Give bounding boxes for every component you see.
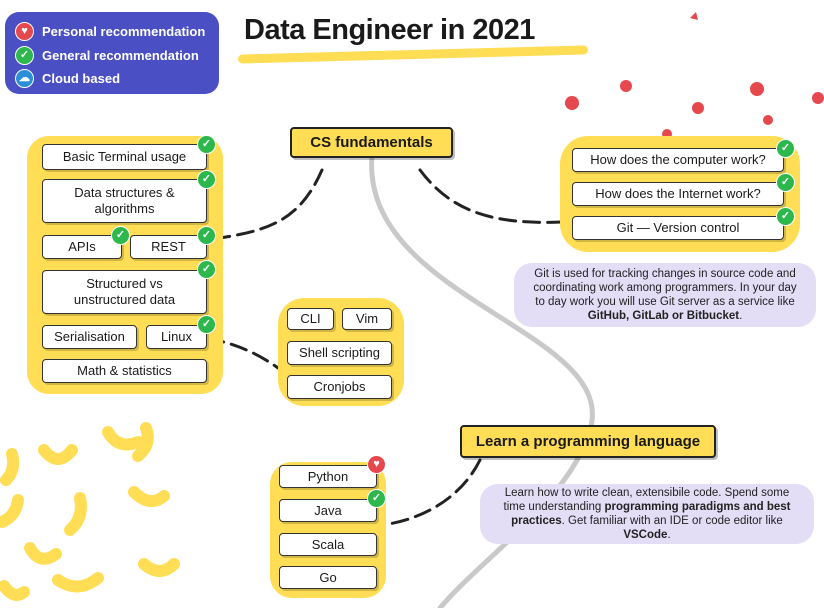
- page-title: Data Engineer in 2021: [244, 14, 535, 46]
- check-icon: ✓: [111, 226, 130, 245]
- topic-serialisation[interactable]: Serialisation: [42, 325, 137, 349]
- topic-rest[interactable]: REST: [130, 235, 207, 259]
- git-note-end: .: [739, 310, 743, 322]
- check-icon: ✓: [197, 135, 216, 154]
- tool-shell[interactable]: Shell scripting: [287, 341, 392, 365]
- topic-computer[interactable]: How does the computer work?: [572, 148, 784, 172]
- check-icon: ✓: [776, 139, 795, 158]
- legend-cloud-label: Cloud based: [42, 71, 121, 86]
- tool-vim[interactable]: Vim: [342, 308, 392, 330]
- legend-general-label: General recommendation: [42, 48, 199, 63]
- legend-personal: ♥ Personal recommendation: [15, 22, 205, 41]
- legend-general: ✓ General recommendation: [15, 46, 199, 65]
- topic-git[interactable]: Git — Version control: [572, 216, 784, 240]
- decor-macaroni: [0, 422, 180, 601]
- language-note-text: Learn how to write clean, extensibile co…: [494, 486, 800, 542]
- language-note: Learn how to write clean, extensibile co…: [480, 484, 814, 544]
- connector-lang-list: [380, 458, 482, 527]
- check-icon: ✓: [776, 173, 795, 192]
- connector-cs-left: [218, 168, 324, 240]
- language-note-part1: Learn how to write clean, extensibile co…: [503, 487, 790, 513]
- git-note-services: GitHub, GitLab or Bitbucket: [587, 310, 740, 322]
- lang-python[interactable]: Python: [279, 465, 377, 488]
- topic-math[interactable]: Math & statistics: [42, 359, 207, 383]
- connector-cs-right: [418, 168, 564, 224]
- left-group-bg: [27, 136, 223, 394]
- heart-icon: ♥: [15, 22, 34, 41]
- language-note-vscode: VSCode: [623, 529, 668, 541]
- check-icon: ✓: [15, 46, 34, 65]
- hub-cs-fundamentals[interactable]: CS fundamentals: [290, 127, 453, 158]
- language-note-part2: . Get familiar with an IDE or code edito…: [561, 515, 783, 527]
- git-note-body: Git is used for tracking changes in sour…: [533, 268, 797, 308]
- topic-ds-algo[interactable]: Data structures & algorithms: [42, 179, 207, 223]
- topic-terminal[interactable]: Basic Terminal usage: [42, 144, 207, 170]
- heart-icon: ♥: [367, 455, 386, 474]
- lang-java[interactable]: Java: [279, 499, 377, 522]
- lang-scala[interactable]: Scala: [279, 533, 377, 556]
- language-note-paradigms: programming paradigms and best practices: [511, 501, 791, 527]
- git-note: Git is used for tracking changes in sour…: [514, 263, 816, 327]
- language-note-part3: .: [667, 529, 671, 541]
- hub-learn-language[interactable]: Learn a programming language: [460, 425, 716, 458]
- check-icon: ✓: [197, 315, 216, 334]
- topic-linux[interactable]: Linux: [146, 325, 207, 349]
- topic-internet[interactable]: How does the Internet work?: [572, 182, 784, 206]
- lang-go[interactable]: Go: [279, 566, 377, 589]
- legend-cloud: ☁ Cloud based: [15, 69, 120, 88]
- topic-structured[interactable]: Structured vs unstructured data: [42, 270, 207, 314]
- cloud-icon: ☁: [15, 69, 34, 88]
- tool-cli[interactable]: CLI: [287, 308, 334, 330]
- tool-cron[interactable]: Cronjobs: [287, 375, 392, 399]
- legend-personal-label: Personal recommendation: [42, 24, 206, 39]
- check-icon: ✓: [367, 489, 386, 508]
- check-icon: ✓: [197, 260, 216, 279]
- path-curve: [369, 152, 595, 608]
- check-icon: ✓: [197, 226, 216, 245]
- check-icon: ✓: [197, 170, 216, 189]
- git-note-text: Git is used for tracking changes in sour…: [528, 267, 802, 323]
- legend-box: ♥ Personal recommendation ✓ General reco…: [5, 12, 219, 94]
- decor-drops: [565, 12, 824, 139]
- check-icon: ✓: [776, 207, 795, 226]
- topic-apis[interactable]: APIs: [42, 235, 122, 259]
